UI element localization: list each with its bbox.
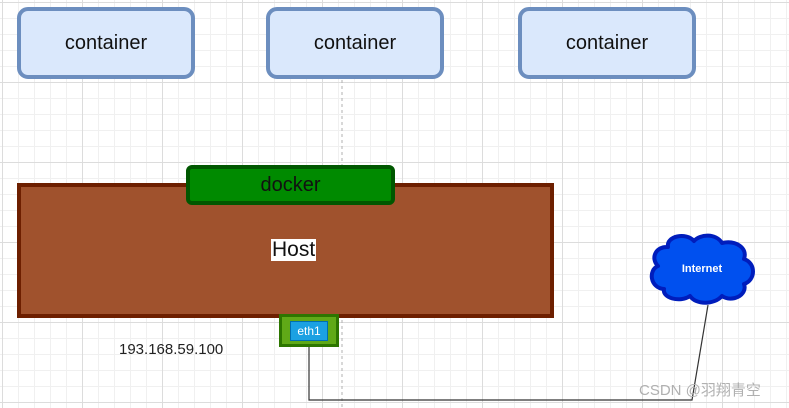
docker-label: docker	[260, 173, 321, 196]
eth1-label: eth1	[297, 324, 321, 338]
host-ip-address: 193.168.59.100	[119, 341, 224, 358]
network-connector-line	[308, 304, 709, 401]
eth1-port: eth1	[290, 321, 328, 341]
container-label: container	[64, 31, 148, 54]
container-box-3: container	[518, 7, 696, 79]
container-label: container	[565, 31, 649, 54]
container-label: container	[313, 31, 397, 54]
internet-cloud-shape	[649, 233, 755, 305]
host-label: Host	[271, 238, 317, 261]
container-box-1: container	[17, 7, 195, 79]
docker-box: docker	[186, 165, 395, 205]
internet-label: Internet	[681, 263, 723, 275]
container-box-2: container	[266, 7, 444, 79]
watermark-text: CSDN @羽翔青空	[639, 382, 761, 399]
